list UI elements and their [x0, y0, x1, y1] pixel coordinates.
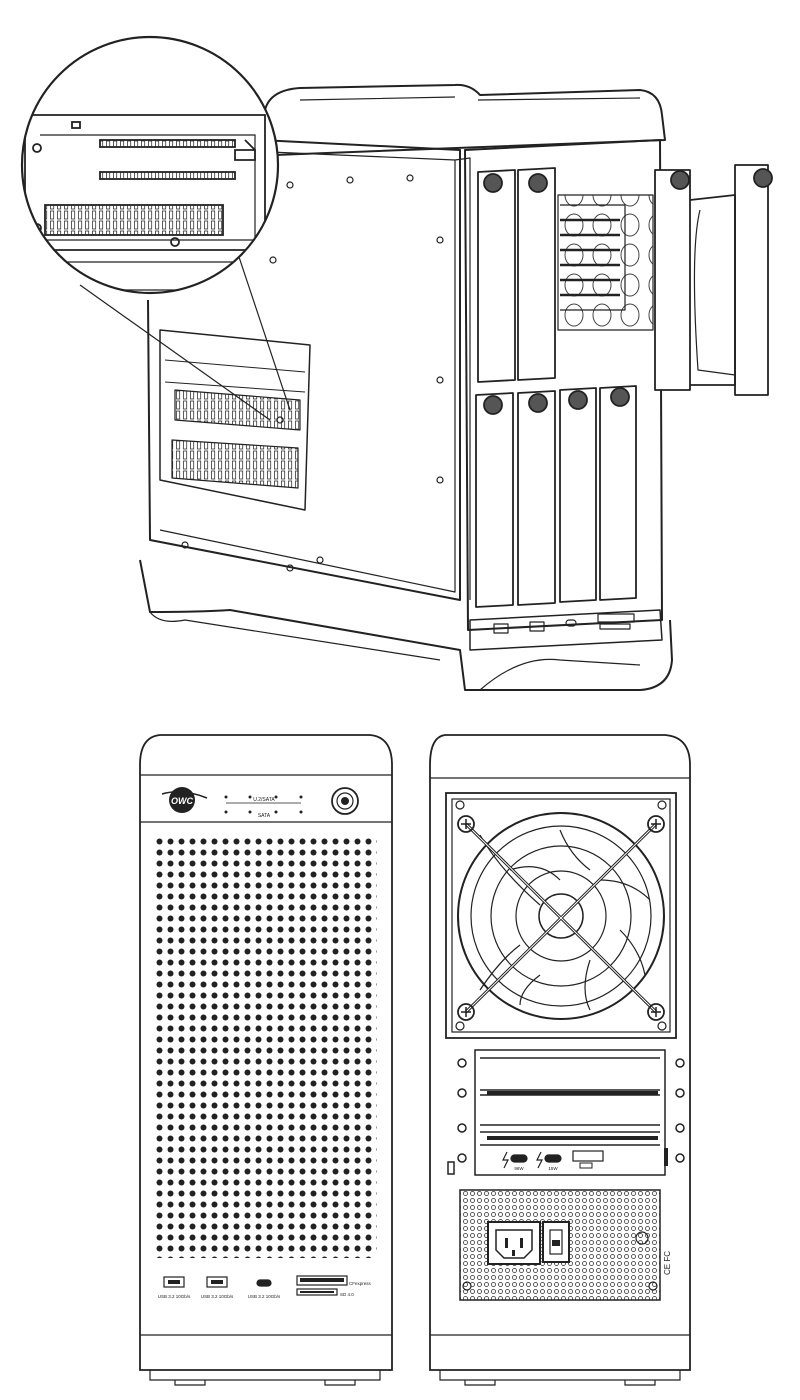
sd-card-slot[interactable]	[296, 1288, 338, 1296]
pcie-slots	[447, 1049, 685, 1176]
rear-view: 96W 15W CE FC	[429, 734, 691, 1386]
key-lock-icon[interactable]	[331, 787, 359, 815]
front-frame	[464, 139, 663, 631]
side-panel	[147, 139, 461, 601]
fan-icon	[445, 792, 677, 1039]
port-label-1: USB 3.2 10Gb/s	[158, 1294, 191, 1299]
card-label-bottom: SD 4.0	[340, 1292, 354, 1297]
bay-label-bottom: SATA	[258, 813, 271, 819]
front-ports-iso	[493, 613, 635, 634]
brand-logo-text: OWC	[171, 796, 193, 806]
thunderbolt-port-1[interactable]	[510, 1154, 528, 1163]
power-switch[interactable]	[542, 1221, 570, 1263]
cfexpress-slot[interactable]	[296, 1275, 348, 1286]
certification-marks: CE FC	[663, 1251, 672, 1275]
usb-a-port-1[interactable]	[163, 1276, 185, 1288]
magnifier-leader	[79, 244, 291, 421]
power-inlet-icon	[487, 1221, 541, 1265]
port-label-2: USB 3.2 10Gb/s	[201, 1294, 234, 1299]
displayport[interactable]	[572, 1150, 604, 1162]
magnified-detail	[20, 35, 280, 295]
port-label-3: USB 3.2 10Gb/s	[248, 1294, 281, 1299]
usb-a-port-2[interactable]	[206, 1276, 228, 1288]
tb-label-1: 96W	[514, 1166, 524, 1171]
tb-label-2: 15W	[548, 1166, 558, 1171]
usb-c-port[interactable]	[256, 1279, 272, 1287]
owc-logo: OWC	[161, 787, 208, 813]
drive-sled-removed	[654, 164, 773, 396]
front-mesh-grille	[155, 838, 377, 1258]
bay-label-top: U.2/SATA	[253, 797, 275, 803]
card-label-top: CFexpress	[349, 1281, 372, 1286]
drive-sleds-bottom	[475, 385, 637, 608]
rear-housing	[429, 734, 691, 1371]
isometric-enclosure-view	[79, 83, 773, 691]
top-handle	[264, 83, 666, 156]
rear-io-ports	[502, 1150, 604, 1169]
front-housing	[139, 734, 393, 1371]
ground-screw	[635, 1231, 649, 1245]
side-screws	[181, 174, 444, 572]
base-stand	[139, 559, 673, 691]
bay-indicators	[224, 795, 303, 814]
front-port-row	[163, 1275, 348, 1296]
drive-sleds-top	[477, 167, 654, 383]
pcie-card-area	[159, 329, 311, 511]
front-view: OWC U.2/SATA SATA	[139, 734, 393, 1386]
thunderbolt-port-2[interactable]	[544, 1154, 562, 1163]
